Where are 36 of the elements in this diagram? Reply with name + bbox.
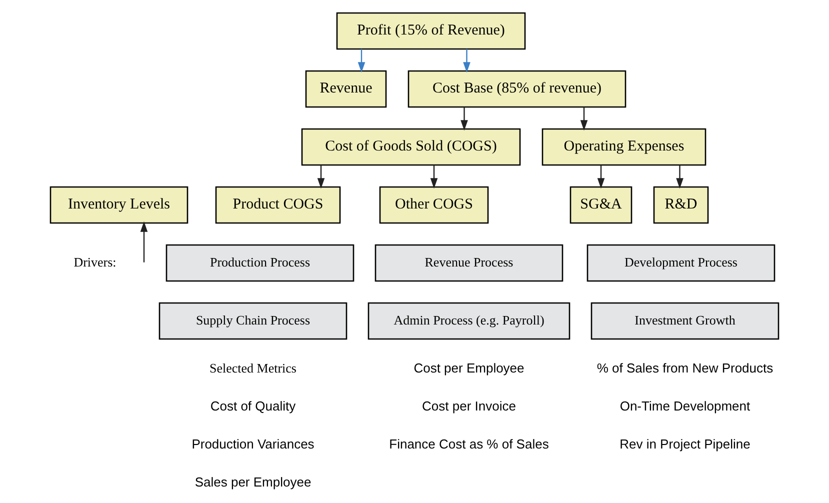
label: Drivers: — [74, 254, 116, 269]
node-box: R&D — [653, 186, 709, 224]
arrow — [580, 106, 588, 130]
node-box: Production Process — [166, 244, 354, 282]
arrow — [463, 48, 470, 72]
arrow — [460, 106, 468, 130]
label: Cost per Invoice — [422, 398, 516, 413]
label: % of Sales from New Products — [596, 360, 774, 375]
arrow — [430, 164, 438, 188]
label: Cost per Employee — [414, 360, 524, 375]
node-box: Operating Expenses — [542, 128, 706, 166]
node-box: Investment Growth — [590, 302, 780, 340]
label: Rev in Project Pipeline — [620, 436, 750, 451]
node-box: Revenue — [305, 70, 387, 108]
label: Production Variances — [192, 436, 314, 451]
node-box: Profit (15% of Revenue) — [336, 12, 526, 50]
node-box: SG&A — [570, 186, 632, 224]
node-box: Admin Process (e.g. Payroll) — [368, 302, 570, 340]
arrow — [317, 164, 325, 188]
node-box: Cost of Goods Sold (COGS) — [301, 128, 521, 166]
node-box: Product COGS — [215, 186, 341, 224]
node-box: Revenue Process — [374, 244, 564, 282]
node-box: Supply Chain Process — [158, 302, 348, 340]
label: Finance Cost as % of Sales — [389, 436, 549, 451]
node-box: Other COGS — [379, 186, 489, 224]
label: On-Time Development — [620, 398, 750, 413]
label: Sales per Employee — [194, 474, 312, 489]
arrow — [676, 164, 684, 188]
arrow — [597, 164, 605, 188]
node-box: Cost Base (85% of revenue) — [408, 70, 626, 108]
label: Cost of Quality — [210, 398, 296, 413]
node-box: Inventory Levels — [50, 186, 188, 224]
arrow — [140, 220, 148, 262]
arrow — [358, 48, 366, 72]
label: Selected Metrics — [210, 360, 296, 375]
node-box: Development Process — [586, 244, 776, 282]
